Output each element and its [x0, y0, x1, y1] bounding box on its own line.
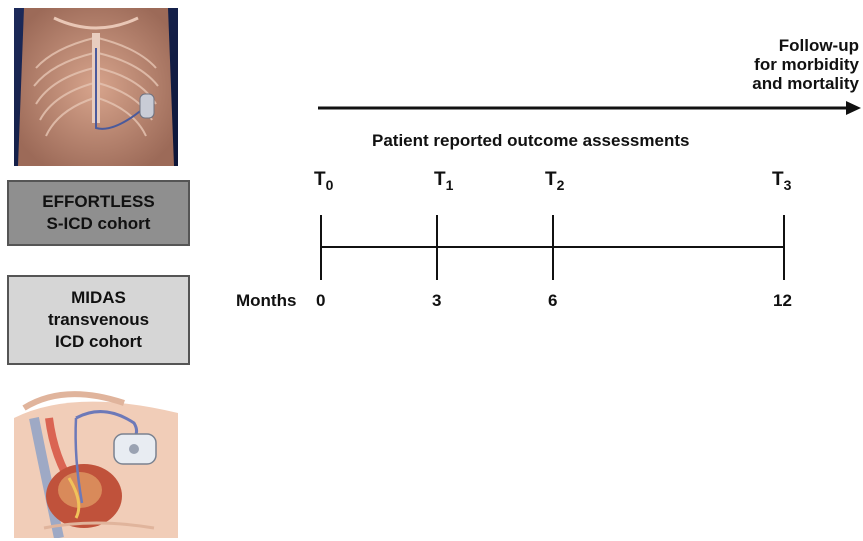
followup-line2: for morbidity [754, 55, 859, 74]
timepoint-t1-label: T1 [434, 169, 454, 193]
midas-cohort-box: MIDAS transvenous ICD cohort [7, 275, 190, 365]
followup-arrow [318, 101, 861, 115]
pro-assessments-title: Patient reported outcome assessments [372, 131, 690, 150]
midas-line3: ICD cohort [55, 332, 142, 351]
midas-line2: transvenous [47, 310, 150, 329]
transvenous-icd-image [14, 378, 178, 538]
timepoint-t2-label: T2 [545, 169, 565, 193]
followup-label: Follow-up for morbidity and mortality [719, 36, 859, 93]
month-0-label: 0 [316, 291, 326, 310]
months-axis-title: Months [236, 291, 297, 310]
followup-line1: Follow-up [778, 36, 859, 55]
transvenous-icd-illustration [14, 378, 178, 538]
month-6-label: 6 [548, 291, 558, 310]
month-3-label: 3 [432, 291, 442, 310]
s-icd-illustration [14, 8, 178, 166]
midas-line1: MIDAS [71, 288, 126, 307]
effortless-line1: EFFORTLESS [42, 192, 155, 211]
s-icd-chest-image [14, 8, 178, 166]
effortless-cohort-box: EFFORTLESS S-ICD cohort [7, 180, 190, 246]
followup-line3: and mortality [752, 74, 859, 93]
timepoint-t3-label: T3 [772, 169, 792, 193]
month-12-label: 12 [773, 291, 792, 310]
effortless-line2: S-ICD cohort [46, 214, 151, 233]
timepoint-t0-label: T0 [314, 169, 334, 193]
